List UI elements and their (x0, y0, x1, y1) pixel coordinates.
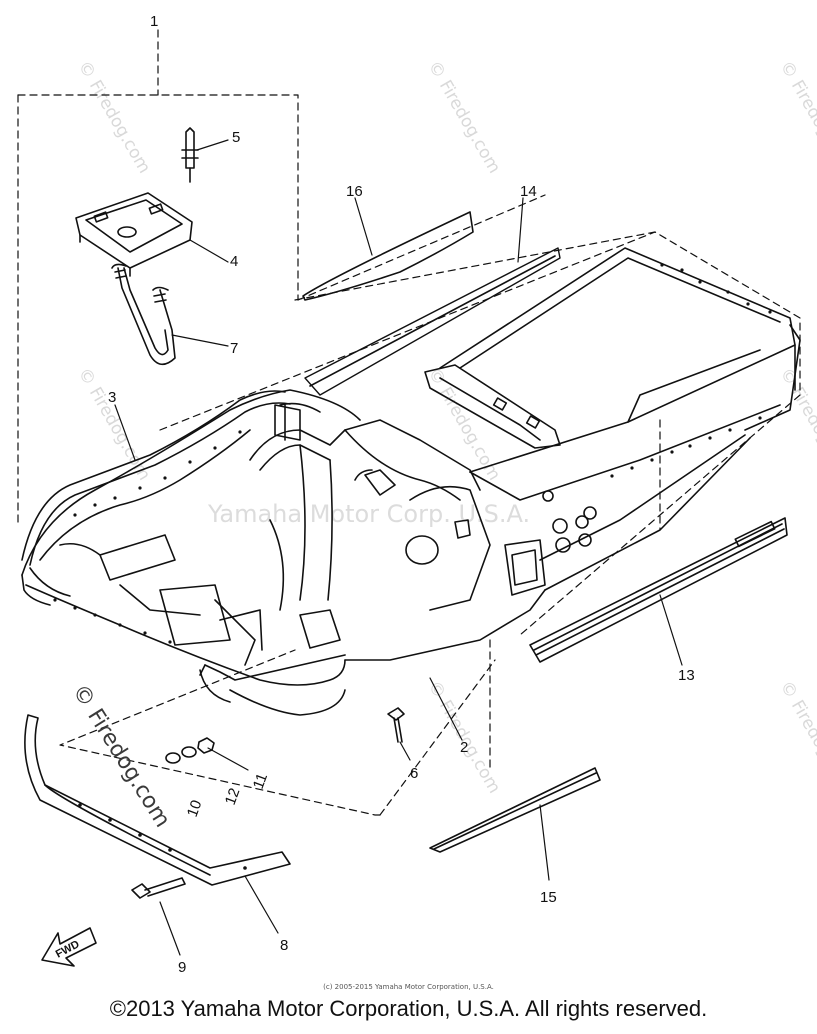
part-16-strip (302, 211, 474, 301)
callout-5: 5 (232, 129, 240, 146)
part-5-pin (181, 127, 199, 183)
watermark-firedog: © Firedog.com (424, 678, 505, 797)
callout-10: 10 (184, 798, 206, 819)
callout-12: 12 (222, 786, 244, 807)
watermark-firedog: © Firedog.com (74, 58, 155, 177)
watermark-firedog: © Firedog.com (424, 58, 505, 177)
part-10-washer (165, 752, 181, 764)
part-11-nut (197, 737, 215, 754)
part-15-decal (429, 767, 601, 853)
callout-16: 16 (346, 183, 363, 200)
watermark-yamaha: Yamaha Motor Corp. U.S.A. (207, 500, 530, 528)
part-13-decal (529, 517, 788, 663)
small-copyright: (c) 2005-2015 Yamaha Motor Corporation, … (323, 983, 494, 991)
watermark-firedog: © Firedog.com (776, 678, 817, 797)
watermark-firedog: © Firedog.com (776, 365, 817, 484)
callout-14: 14 (520, 183, 537, 200)
callout-labels: 1 2 3 4 5 6 7 8 9 10 11 12 13 14 15 16 (108, 13, 695, 976)
part-9-bolt (131, 877, 186, 899)
part-8-bumper (24, 714, 291, 886)
copyright-notice: ©2013 Yamaha Motor Corporation, U.S.A. A… (109, 996, 708, 1021)
callout-9: 9 (178, 959, 186, 976)
fwd-arrow-icon: FWD (41, 927, 97, 967)
part-3-trim (21, 390, 291, 566)
part-12-washer (181, 746, 197, 758)
callout-3: 3 (108, 389, 116, 406)
firedog-watermarks: © Firedog.com © Firedog.com © Firedog.co… (74, 58, 817, 797)
callout-1: 1 (150, 13, 158, 30)
exploded-parts-diagram: © Firedog.com © Firedog.com © Firedog.co… (17, 13, 817, 976)
watermark-firedog: © Firedog.com (776, 58, 817, 177)
part-14-strip (304, 247, 561, 396)
callout-11: 11 (250, 771, 271, 791)
callout-4: 4 (230, 253, 238, 270)
callout-13: 13 (678, 667, 695, 684)
callout-8: 8 (280, 937, 288, 954)
leader-lines (114, 139, 683, 956)
watermark-firedog: © Firedog.com (74, 365, 155, 484)
assembly-boundaries (17, 29, 801, 816)
part-7-u-bolt (111, 263, 176, 366)
part-4-bracket (75, 192, 193, 277)
callout-15: 15 (540, 889, 557, 906)
callout-7: 7 (230, 340, 238, 357)
callout-6: 6 (410, 765, 418, 782)
part-6-bolt (387, 707, 405, 743)
callout-2: 2 (460, 739, 468, 756)
part-2-chassis (21, 247, 801, 716)
